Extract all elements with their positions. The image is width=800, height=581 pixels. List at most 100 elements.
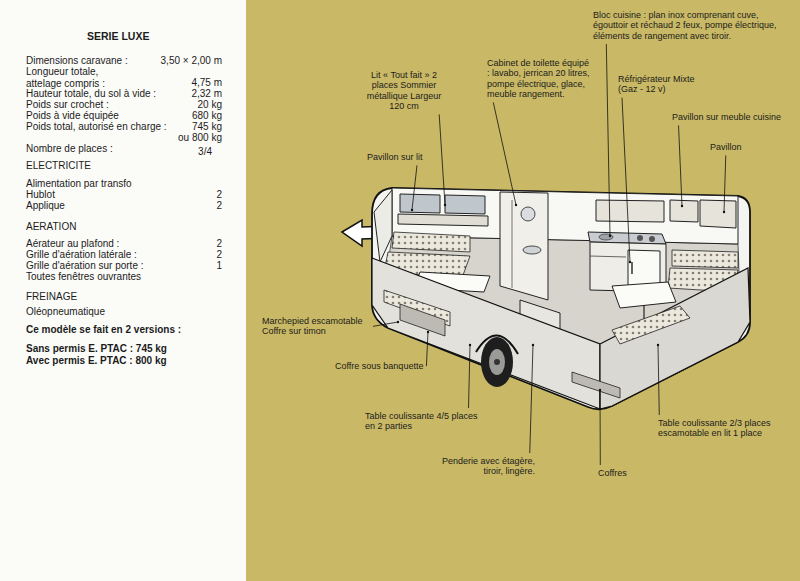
leader-line (530, 345, 533, 453)
callout-label: Penderie avec étagère, tiroir, lingère. (430, 456, 535, 477)
spec-label: Nombre de places : (26, 143, 113, 155)
leader-line (439, 114, 445, 205)
rear-wall (600, 268, 750, 409)
bench-locker (400, 304, 445, 336)
wall-cupboard (700, 200, 736, 228)
callout-label: Pavillon (710, 142, 742, 152)
wheel-hub (494, 359, 500, 365)
spec-label: Longueur totale, attelage compris : (26, 66, 126, 89)
spec-label: Hublot (26, 189, 55, 201)
leader-line (493, 102, 516, 205)
leader-line (600, 390, 601, 465)
washroom-partition (500, 192, 548, 300)
spec-value: 2,32 m (191, 88, 222, 100)
spec-value: 20 kg (198, 99, 222, 111)
spec-label: Grille d'aération sur porte : (26, 260, 144, 272)
spec-label: AERATION (26, 221, 76, 233)
callout-label: Pavillon sur lit (367, 152, 423, 162)
spec-value: 4,75 m (191, 77, 222, 89)
wheel-rim (489, 349, 505, 375)
leader-end (657, 344, 659, 346)
cupboard (398, 214, 488, 226)
spec-label: Sans permis E. PTAC : 745 kg (26, 343, 167, 355)
spec-value: 2 (216, 249, 222, 261)
spec-label: Poids total, autorisé en charge : (26, 121, 167, 133)
bench (612, 306, 690, 344)
spec-value: 680 kg (192, 110, 222, 122)
leader-end (532, 344, 534, 346)
table (612, 282, 676, 308)
callout-label: Réfrigérateur Mixte (Gaz - 12 v) (618, 74, 698, 95)
leader-end (515, 204, 517, 206)
spec-label: Poids sur crochet : (26, 99, 109, 111)
leader-end (469, 344, 471, 346)
leader-line (658, 345, 659, 415)
spec-label: Grille d'aération latérale : (26, 249, 137, 261)
callout-label: Coffre sous banquette (335, 361, 423, 371)
fridge-handle (631, 262, 632, 274)
leader-line (606, 44, 610, 236)
spec-label: Dimensions caravane : (26, 55, 128, 67)
callout-label: Lit « Tout fait » 2 places Sommier métal… (360, 70, 448, 111)
leader-line (373, 322, 398, 326)
door-edge (512, 200, 513, 288)
leader-end (397, 321, 399, 323)
spec-value: 2 (216, 189, 222, 201)
leader-end (609, 235, 611, 237)
leader-end (723, 211, 725, 213)
leader-end (681, 205, 683, 207)
spec-label: Avec permis E. PTAC : 800 kg (26, 355, 167, 367)
page-title: SERIE LUXE (87, 30, 149, 42)
washbasin (523, 246, 541, 254)
spec-label: Hauteur totale, du sol à vide : (26, 88, 156, 100)
spec-value: 2 (216, 238, 222, 250)
spec-value: 2 (216, 200, 222, 212)
callout-label: Cabinet de toilette équipé : lavabo, jer… (487, 58, 592, 99)
spec-label: Toutes fenêtres ouvrantes (26, 271, 141, 283)
cushion (392, 232, 470, 252)
callout-label: Table coulissante 2/3 places escamotable… (658, 418, 786, 439)
leader-line (426, 332, 428, 366)
near-wall (372, 258, 600, 409)
spec-label: Poids à vide équipée (26, 110, 119, 122)
spec-label: Alimentation par transfo (26, 178, 132, 190)
wheel (481, 337, 513, 387)
leader-line (469, 345, 471, 408)
leader-end (599, 389, 601, 391)
spec-label: FREINAGE (26, 291, 77, 303)
spec-label: Ce modèle se fait en 2 versions : (26, 324, 181, 336)
callout-label: Bloc cuisine : plan inox comprenant cuve… (593, 10, 783, 41)
callout-label: Marchepied escamotable Coffre sur timon (262, 316, 370, 337)
spec-value: ou 800 kg (178, 132, 222, 144)
caravan-shell (372, 188, 750, 409)
spec-value: 1 (216, 260, 222, 272)
refrigerator (628, 250, 660, 288)
spec-label: ELECTRICITE (26, 160, 91, 172)
leader-line (622, 98, 630, 262)
wall-cupboard (596, 200, 664, 222)
front-wall (374, 190, 392, 262)
leader-line (724, 155, 726, 212)
cushion (672, 250, 738, 268)
burner (649, 236, 655, 242)
spec-value: 3/4 (198, 146, 212, 158)
spec-label: Applique (26, 200, 65, 212)
wall-cupboard (670, 200, 698, 222)
leader-end (444, 204, 446, 206)
leader-end (411, 209, 413, 211)
sink (599, 234, 613, 240)
leader-line (679, 125, 682, 206)
mirror (521, 207, 535, 221)
spec-value: 745 kg (192, 121, 222, 133)
leader-end (427, 331, 429, 333)
drawer-line (590, 256, 626, 257)
spec-label: Aérateur au plafond : (26, 238, 119, 250)
window (445, 195, 485, 214)
callout-label: Table coulissante 4/5 places en 2 partie… (365, 411, 480, 432)
callout-label: Pavillon sur meuble cuisine (672, 112, 781, 122)
window (400, 194, 440, 213)
spec-value: 3,50 × 2,00 m (161, 55, 222, 67)
leader-line (412, 165, 417, 210)
locker (572, 372, 620, 398)
